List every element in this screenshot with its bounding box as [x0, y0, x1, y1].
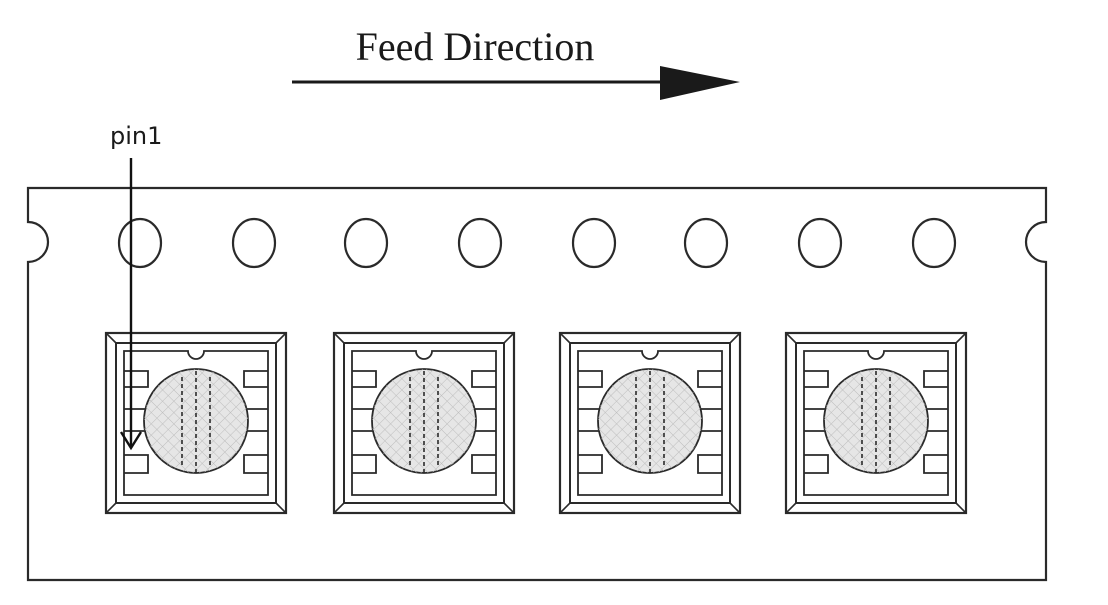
sprocket-hole: [117, 217, 163, 269]
led-component: [332, 331, 516, 515]
pin1-label: pin1: [110, 122, 162, 150]
sprocket-hole: [571, 217, 617, 269]
sprocket-hole: [911, 217, 957, 269]
feed-direction-label: Feed Direction: [356, 24, 595, 69]
led-component: [558, 331, 742, 515]
sprocket-hole: [683, 217, 729, 269]
sprocket-holes: [117, 217, 957, 269]
pin1-arrow: [119, 158, 143, 451]
led-component: [784, 331, 968, 515]
led-component: [104, 331, 288, 515]
sprocket-hole: [797, 217, 843, 269]
carrier-tape: [26, 186, 1048, 582]
sprocket-hole: [343, 217, 389, 269]
sprocket-hole: [231, 217, 277, 269]
feed-direction-arrow: [292, 66, 740, 100]
sprocket-hole: [457, 217, 503, 269]
